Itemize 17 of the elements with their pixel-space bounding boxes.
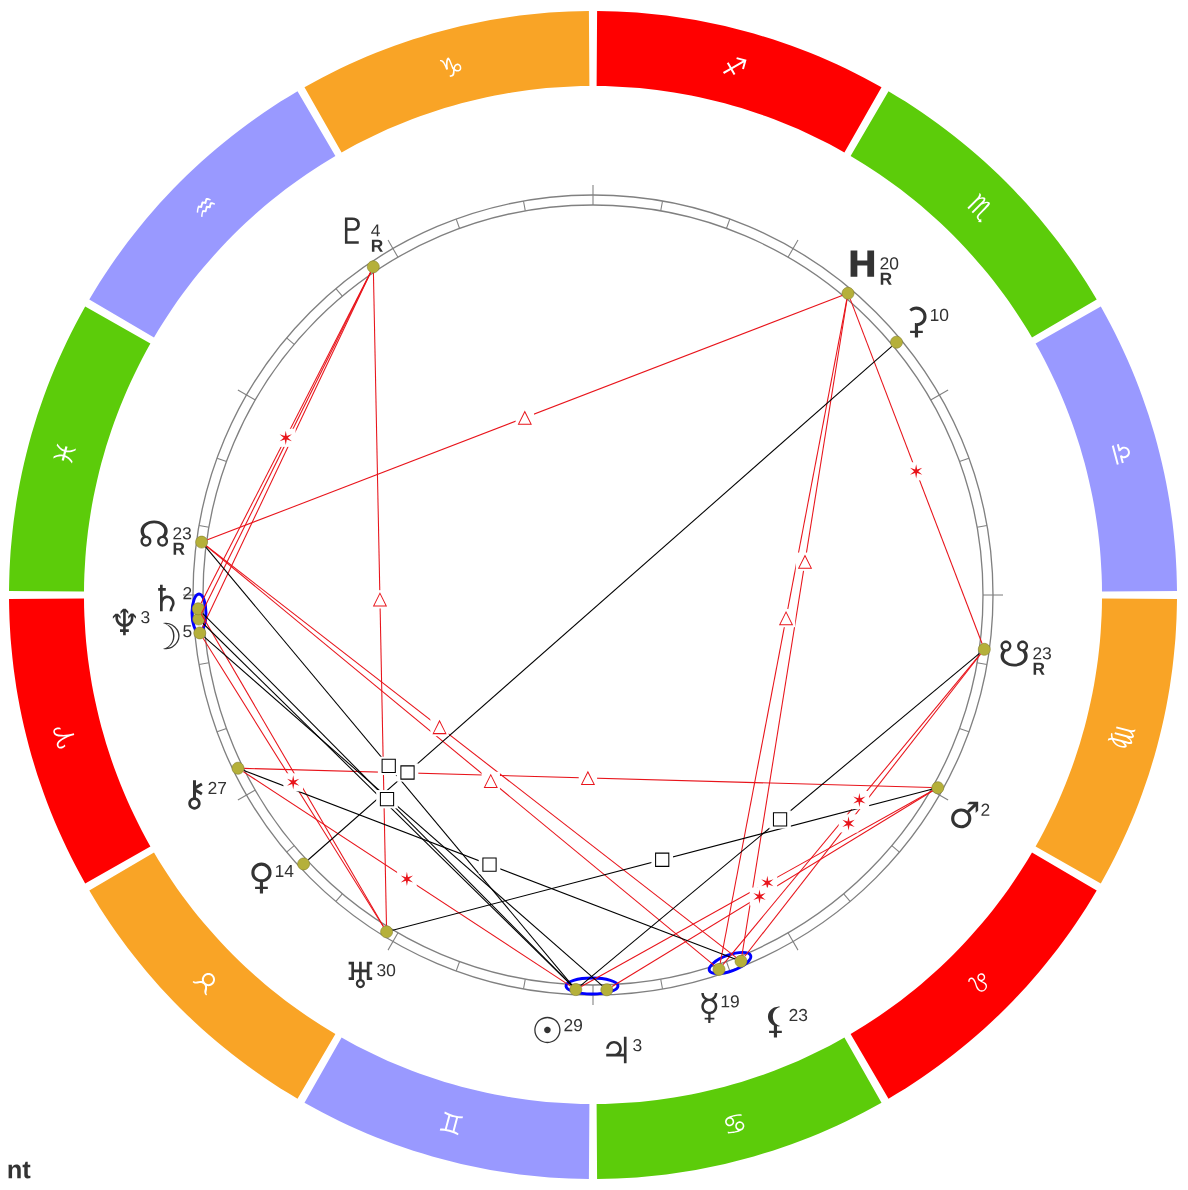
aspect-line bbox=[242, 771, 572, 987]
aspect-line bbox=[849, 298, 983, 644]
zodiac-band: ♐ bbox=[596, 11, 882, 153]
aspect-line bbox=[243, 769, 736, 960]
cut-text: nt bbox=[8, 1161, 31, 1179]
aspect-line bbox=[372, 272, 387, 927]
aspect-line bbox=[741, 298, 848, 956]
zodiac-band: ♑ bbox=[304, 11, 590, 153]
aspect-line bbox=[580, 652, 981, 987]
aspect-line bbox=[206, 295, 843, 541]
aspect-line bbox=[205, 546, 573, 986]
zodiac-band: ♌ bbox=[850, 852, 1097, 1099]
zodiac-band: ♎ bbox=[1035, 306, 1177, 592]
zodiac-band: ♒ bbox=[89, 91, 336, 338]
aspect-line bbox=[243, 767, 933, 789]
aspect-line bbox=[307, 345, 893, 861]
aspect-line bbox=[392, 788, 933, 931]
